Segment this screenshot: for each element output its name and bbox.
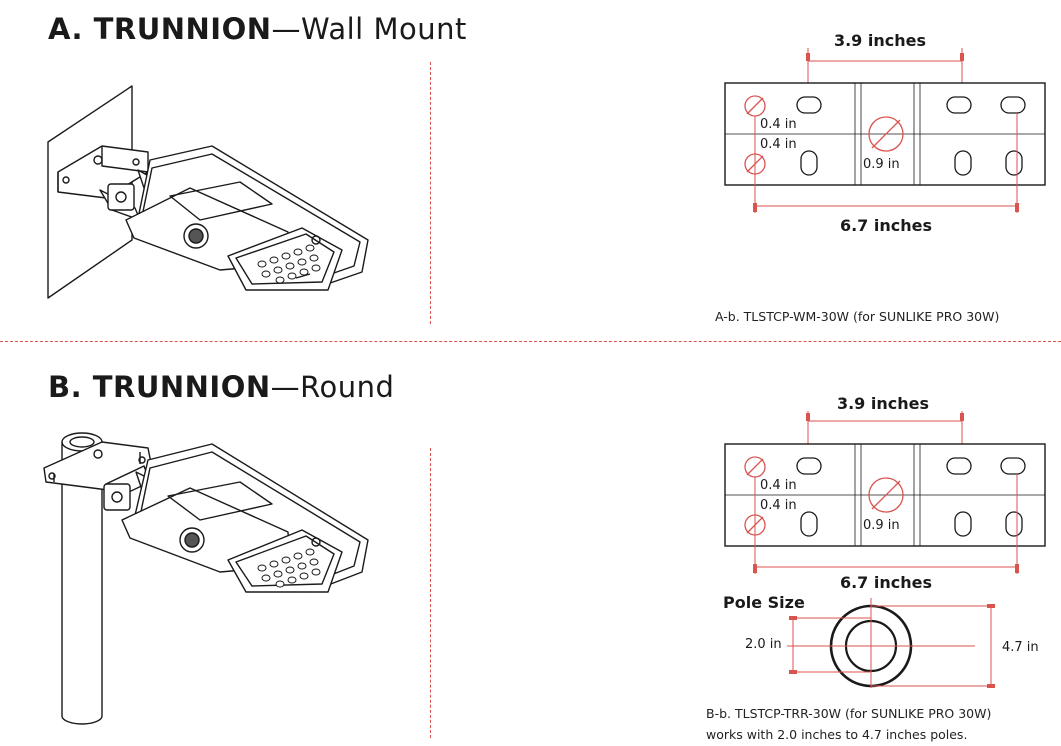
section-b-caption-line-1: B-b. TLSTCP-TRR-30W (for SUNLIKE PRO 30W… <box>706 706 992 721</box>
pole-size-title: Pole Size <box>723 593 805 612</box>
section-b-label: B. TRUNNION <box>48 370 271 404</box>
section-b-dimension-bottom: 6.7 inches <box>840 573 932 592</box>
wall-mount-fixture-illustration <box>47 85 369 299</box>
section-a-separator: — <box>271 12 302 46</box>
section-a-hole-small-2: 0.4 in <box>760 137 797 152</box>
pole-size-max: 4.7 in <box>1002 640 1039 655</box>
round-pole-fixture-illustration <box>43 432 369 725</box>
section-a-dimension-top: 3.9 inches <box>834 31 926 50</box>
section-b-hole-small-1: 0.4 in <box>760 478 797 493</box>
section-a-bracket-dimension-drawing: 3.9 inches 0.4 in 0.4 in 0.9 in 6.7 inch… <box>724 31 1046 235</box>
section-b-vertical-divider <box>430 448 431 738</box>
section-b-bracket-dimension-drawing: 3.9 inches 0.4 in 0.4 in 0.9 in 6.7 inch… <box>724 394 1046 592</box>
section-a-hole-small-1: 0.4 in <box>760 117 797 132</box>
pole-size-drawing: Pole Size 2.0 in 4.7 in <box>723 593 1039 688</box>
section-a-label: A. TRUNNION <box>48 12 272 46</box>
section-b-caption: B-b. TLSTCP-TRR-30W (for SUNLIKE PRO 30W… <box>706 703 991 745</box>
section-a-dimension-bottom: 6.7 inches <box>840 216 932 235</box>
section-b-hole-small-2: 0.4 in <box>760 498 797 513</box>
section-a-caption: A-b. TLSTCP-WM-30W (for SUNLIKE PRO 30W) <box>715 309 1000 324</box>
section-b-caption-line-2: works with 2.0 inches to 4.7 inches pole… <box>706 727 968 742</box>
pole-size-min: 2.0 in <box>745 637 782 652</box>
section-b-subtitle: Round <box>300 370 395 404</box>
section-horizontal-divider <box>0 341 1061 342</box>
section-b-dimension-top: 3.9 inches <box>837 394 929 413</box>
section-a-title: A. TRUNNION—Wall Mount <box>48 12 467 46</box>
section-b-hole-center: 0.9 in <box>863 518 900 533</box>
section-a-hole-center: 0.9 in <box>863 157 900 172</box>
section-b-separator: — <box>270 370 301 404</box>
section-b-title: B. TRUNNION—Round <box>48 370 394 404</box>
section-a-subtitle: Wall Mount <box>301 12 467 46</box>
section-a-vertical-divider <box>430 62 431 324</box>
